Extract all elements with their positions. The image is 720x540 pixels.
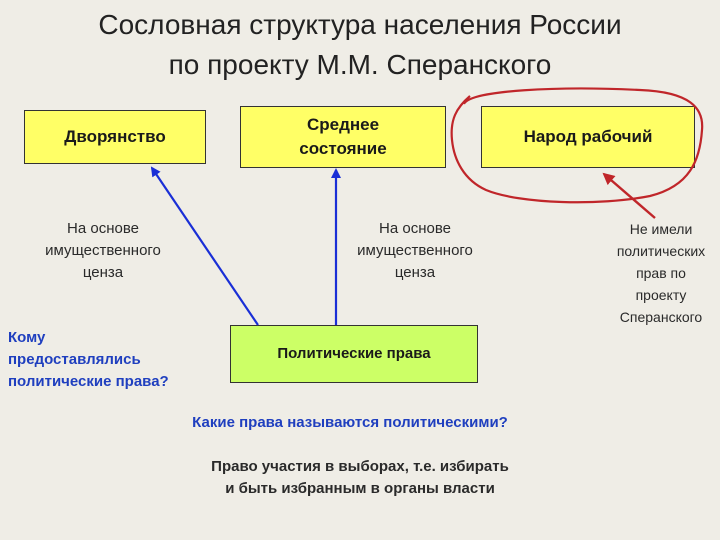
question-which: Какие права называются политическими? bbox=[192, 414, 508, 431]
title-line-2: по проекту М.М. Сперанского bbox=[168, 49, 552, 80]
red-arrow-annotation bbox=[602, 172, 656, 219]
title-line-1: Сословная структура населения России bbox=[98, 9, 622, 40]
estate-working-box: Народ рабочий bbox=[481, 106, 695, 168]
political-rights-label: Политические права bbox=[277, 345, 431, 362]
arrow-rights-to-nobility bbox=[150, 166, 259, 326]
estate-middle-box: Среднее состояние bbox=[240, 106, 446, 168]
estate-working-label: Народ рабочий bbox=[523, 127, 653, 146]
left-census-note: На основе имущественного ценза bbox=[45, 220, 161, 281]
estate-nobility-box: Дворянство bbox=[24, 110, 206, 164]
answer-text: Право участия в выборах, т.е. избирать и… bbox=[211, 458, 509, 497]
red-circle-annotation bbox=[450, 87, 704, 204]
estate-nobility-label: Дворянство bbox=[64, 127, 166, 146]
estate-middle-label: Среднее состояние bbox=[299, 115, 387, 158]
political-rights-box: Политические права bbox=[230, 325, 478, 383]
question-who: Кому предоставлялись политические права? bbox=[8, 329, 169, 390]
no-rights-note: Не имели политических прав по проекту Сп… bbox=[616, 221, 706, 325]
center-census-note: На основе имущественного ценза bbox=[357, 220, 473, 281]
